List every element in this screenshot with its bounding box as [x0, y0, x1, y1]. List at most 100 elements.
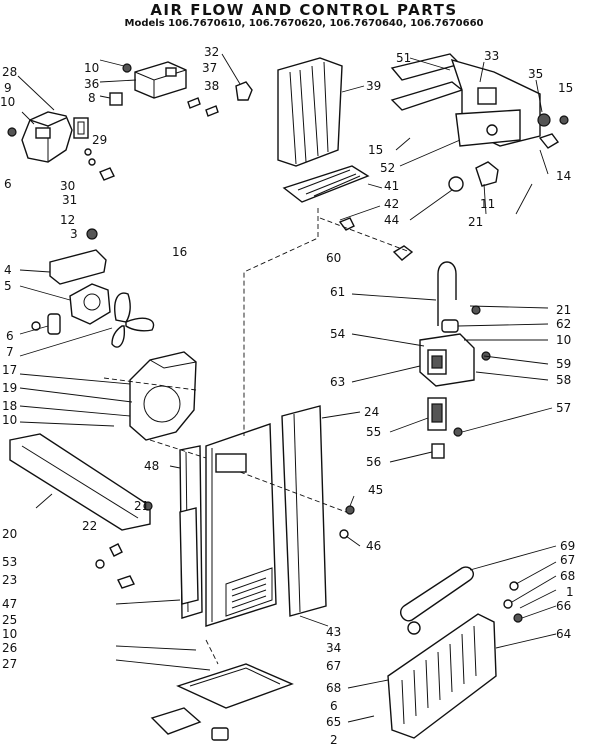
switch-55 — [427, 397, 447, 431]
label-60: 60 — [326, 251, 341, 265]
label-66: 66 — [556, 599, 571, 613]
label-63: 63 — [330, 375, 345, 389]
label-10b: 10 — [84, 61, 99, 75]
label-2: 2 — [330, 733, 338, 747]
screws-45-46 — [339, 505, 355, 539]
screws-37-38 — [187, 97, 219, 117]
screw-57 — [453, 427, 463, 437]
label-8: 8 — [88, 91, 96, 105]
label-68a: 68 — [326, 681, 341, 695]
label-10e: 10 — [2, 627, 17, 641]
label-16: 16 — [172, 245, 187, 259]
small-parts-29-31 — [84, 148, 115, 181]
screws-58-59 — [471, 305, 491, 361]
label-36: 36 — [84, 77, 99, 91]
model-numbers: Models 106.7670610, 106.7670620, 106.767… — [124, 18, 484, 29]
label-32: 32 — [204, 45, 219, 59]
label-30: 30 — [60, 179, 75, 193]
label-7: 7 — [6, 345, 14, 359]
damper-control-housing — [21, 111, 73, 163]
tube-69 — [400, 566, 474, 622]
label-21b: 21 — [556, 303, 571, 317]
label-26: 26 — [2, 641, 17, 655]
drain-pan — [176, 663, 294, 709]
screw-12 — [86, 228, 98, 240]
label-6c: 6 — [330, 699, 338, 713]
label-17: 17 — [2, 363, 17, 377]
label-69: 69 — [560, 539, 575, 553]
part-number-labels: 28 9 10 29 6 30 31 10 36 8 32 37 38 39 4… — [0, 45, 575, 747]
label-37: 37 — [202, 61, 217, 75]
label-20: 20 — [2, 527, 17, 541]
screw-15 — [559, 115, 569, 125]
evaporator-cover — [205, 423, 277, 627]
diagram-title: AIR FLOW AND CONTROL PARTS — [150, 1, 458, 19]
fan-bracket-3 — [49, 249, 107, 285]
small-parts-23-53 — [95, 559, 135, 589]
label-65: 65 — [326, 715, 341, 729]
label-19: 19 — [2, 381, 17, 395]
grommets-6-7 — [31, 313, 61, 335]
label-44: 44 — [384, 213, 399, 227]
label-25: 25 — [2, 613, 17, 627]
label-22: 22 — [82, 519, 97, 533]
label-64: 64 — [556, 627, 571, 641]
label-27: 27 — [2, 657, 17, 671]
fan-blade-16 — [111, 292, 155, 348]
label-21a: 21 — [468, 215, 483, 229]
tube-61 — [437, 261, 457, 326]
label-1: 1 — [566, 585, 574, 599]
label-14: 14 — [556, 169, 571, 183]
lamp-socket-11 — [475, 161, 499, 187]
label-35: 35 — [528, 67, 543, 81]
label-6b: 6 — [6, 329, 14, 343]
label-53: 53 — [2, 555, 17, 569]
label-67a: 67 — [326, 659, 341, 673]
label-4: 4 — [4, 263, 12, 277]
knob-10b — [122, 63, 132, 73]
clip-22 — [109, 543, 123, 557]
bracket-52 — [455, 109, 521, 147]
label-45: 45 — [368, 483, 383, 497]
assembly-dash-lines — [103, 208, 411, 665]
label-62: 62 — [556, 317, 571, 331]
air-duct-39 — [277, 57, 343, 167]
label-31: 31 — [62, 193, 77, 207]
panel-24 — [281, 405, 327, 617]
label-24: 24 — [364, 405, 379, 419]
label-54: 54 — [330, 327, 345, 341]
clip-32 — [235, 81, 253, 101]
drain-plug-2 — [211, 727, 229, 741]
label-10a: 10 — [0, 95, 15, 109]
fan-shroud-19 — [129, 351, 197, 441]
clip-14 — [538, 133, 560, 149]
label-46: 46 — [366, 539, 381, 553]
label-5: 5 — [4, 279, 12, 293]
label-55: 55 — [366, 425, 381, 439]
label-38: 38 — [204, 79, 219, 93]
label-9: 9 — [4, 81, 12, 95]
label-33: 33 — [484, 49, 499, 63]
label-47: 47 — [2, 597, 17, 611]
bracket-8 — [109, 92, 123, 106]
label-15a: 15 — [558, 81, 573, 95]
label-59: 59 — [556, 357, 571, 371]
label-34: 34 — [326, 641, 341, 655]
socket-62 — [441, 319, 459, 333]
thermostat-36 — [134, 61, 187, 99]
label-28: 28 — [2, 65, 17, 79]
fan-motor-5 — [69, 283, 111, 325]
label-21c: 21 — [134, 499, 149, 513]
label-6a: 6 — [4, 177, 12, 191]
label-42: 42 — [384, 197, 399, 211]
label-51: 51 — [396, 51, 411, 65]
knob-35 — [537, 113, 551, 127]
tray-64 — [387, 613, 497, 739]
label-52: 52 — [380, 161, 395, 175]
label-3: 3 — [70, 227, 78, 241]
label-67b: 67 — [560, 553, 575, 567]
label-58: 58 — [556, 373, 571, 387]
drain-tray-lower — [150, 707, 202, 735]
